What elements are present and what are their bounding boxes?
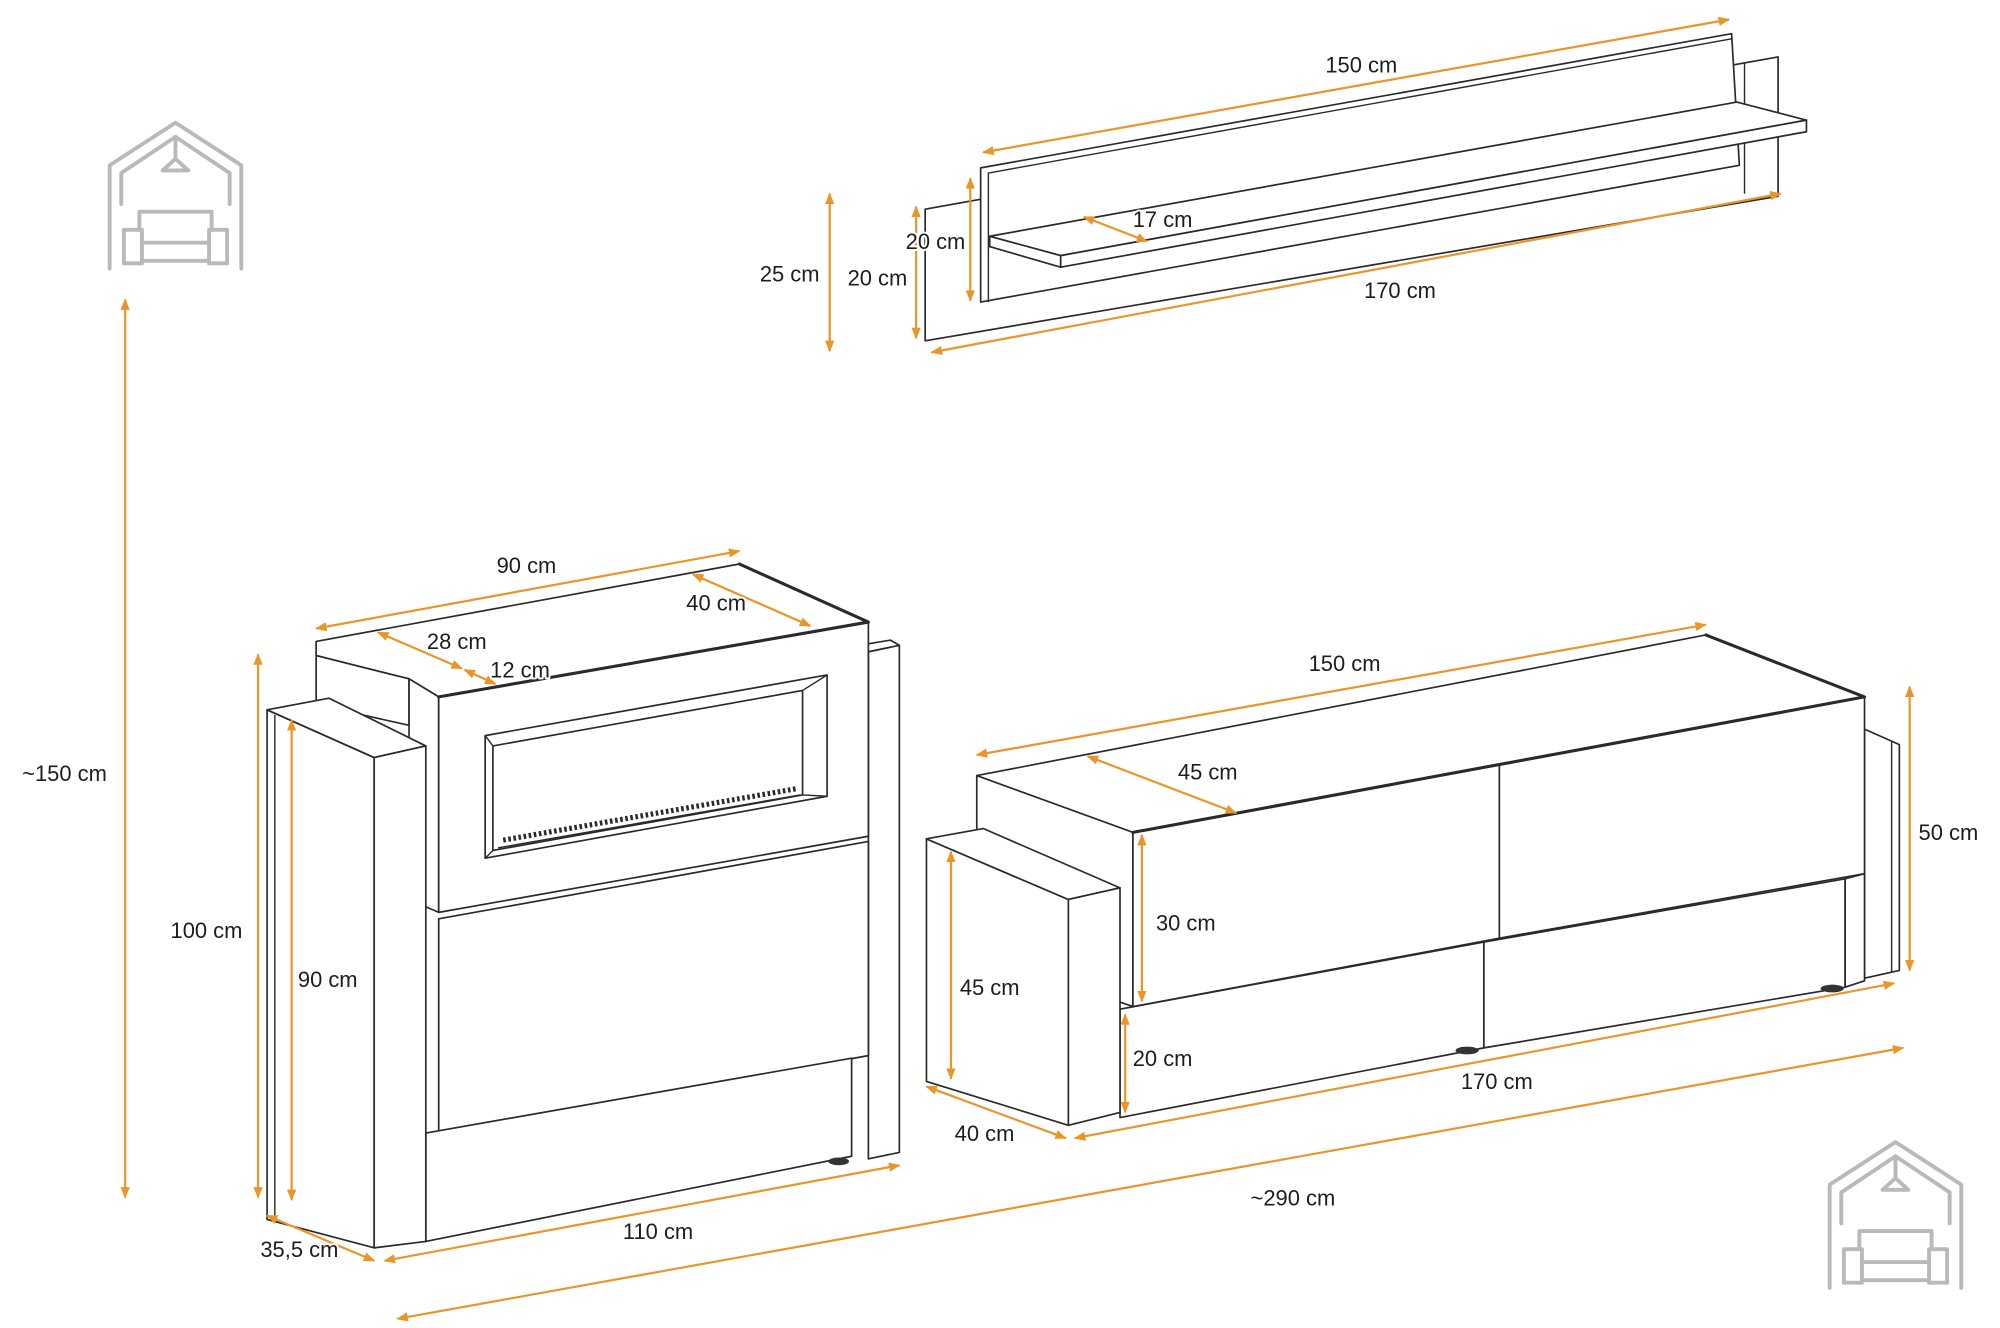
label-fireplace-top-width: 90 cm <box>497 553 557 578</box>
fireplace-window-reveal <box>484 674 828 859</box>
dim-tv-cabinet-depth <box>1086 755 1238 815</box>
label-overall-height: ~150 cm <box>22 761 107 786</box>
logo-lamp <box>160 134 191 173</box>
dim-fireplace-front-offset <box>463 668 497 685</box>
label-tv-cabinet-depth: 45 cm <box>1178 759 1238 784</box>
logo-sofa-back <box>1857 1229 1934 1252</box>
logo-sofa-back <box>137 209 214 232</box>
dim-fireplace-step-depth <box>376 631 464 670</box>
dim-overall-width <box>396 1045 1905 1322</box>
label-tv-top-width: 150 cm <box>1309 651 1381 676</box>
label-tv-base-width: 170 cm <box>1461 1069 1533 1094</box>
fireplace-unit-right-panel <box>867 644 901 1160</box>
logo-sofa-arms <box>121 227 230 266</box>
label-fireplace-base-width: 110 cm <box>623 1219 693 1244</box>
dim-fireplace-top-depth <box>691 573 812 627</box>
fireplace-burner <box>502 785 798 843</box>
dim-wall-shelf-shelf-depth <box>1082 215 1149 243</box>
left-column-front <box>373 745 427 1249</box>
label-tv-total-height: 50 cm <box>1919 820 1979 845</box>
label-side-table-depth: 40 cm <box>955 1121 1015 1146</box>
label-tv-drawer-height: 30 cm <box>1156 910 1216 935</box>
house-sofa-logo-icon <box>1827 1140 1964 1290</box>
label-fireplace-top-depth: 40 cm <box>686 590 746 615</box>
logo-house-outline <box>107 120 244 271</box>
logo-sofa-arms <box>1841 1247 1950 1285</box>
fireplace-burner-base <box>497 794 801 849</box>
dim-tv-top-width <box>975 621 1707 758</box>
label-wall-shelf-top-width: 150 cm <box>1325 52 1397 77</box>
label-wall-shelf-back-height: 20 cm <box>848 265 908 290</box>
tv-unit-foot <box>1455 1046 1479 1055</box>
dim-fireplace-column-depth <box>266 1214 376 1262</box>
tv-unit-top-front-edge <box>1131 633 1867 834</box>
logo-sofa-seat <box>1860 1260 1931 1283</box>
tv-unit <box>925 633 1901 1127</box>
dim-fireplace-top-width <box>314 548 741 632</box>
label-side-table-height: 45 cm <box>960 975 1020 1000</box>
fireplace-unit <box>266 562 901 1249</box>
label-fireplace-column-height: 90 cm <box>298 967 358 992</box>
tv-unit-right-side-panel <box>1863 728 1901 980</box>
dim-wall-shelf-bottom-width <box>930 191 1782 356</box>
dimension-labels: 150 cm 17 cm 20 cm 20 cm 25 cm 170 cm ~1… <box>20 50 1980 1263</box>
fireplace-unit-foot <box>828 1157 850 1166</box>
label-fireplace-total-height: 100 cm <box>171 918 243 943</box>
dim-wall-shelf-top-width <box>982 16 1731 156</box>
label-wall-shelf-shelf-depth: 17 cm <box>1133 207 1193 232</box>
label-wall-shelf-bottom-width: 170 cm <box>1364 278 1436 303</box>
side-table-front <box>1067 887 1121 1127</box>
logo-sofa-seat <box>140 240 211 263</box>
house-sofa-logo-icon <box>107 120 244 271</box>
label-tv-base-height: 20 cm <box>1133 1046 1193 1071</box>
label-wall-shelf-front-height: 20 cm <box>906 229 966 254</box>
dimension-lines <box>120 16 1915 1322</box>
label-fireplace-front-offset: 12 cm <box>490 658 550 683</box>
tv-unit-foot <box>1820 984 1844 993</box>
tv-unit-lower-right-end <box>1844 872 1866 989</box>
label-fireplace-column-depth: 35,5 cm <box>260 1237 338 1262</box>
label-overall-width: ~290 cm <box>1251 1185 1336 1210</box>
label-fireplace-step-depth: 28 cm <box>427 629 487 654</box>
label-wall-shelf-total-height: 25 cm <box>760 261 820 286</box>
